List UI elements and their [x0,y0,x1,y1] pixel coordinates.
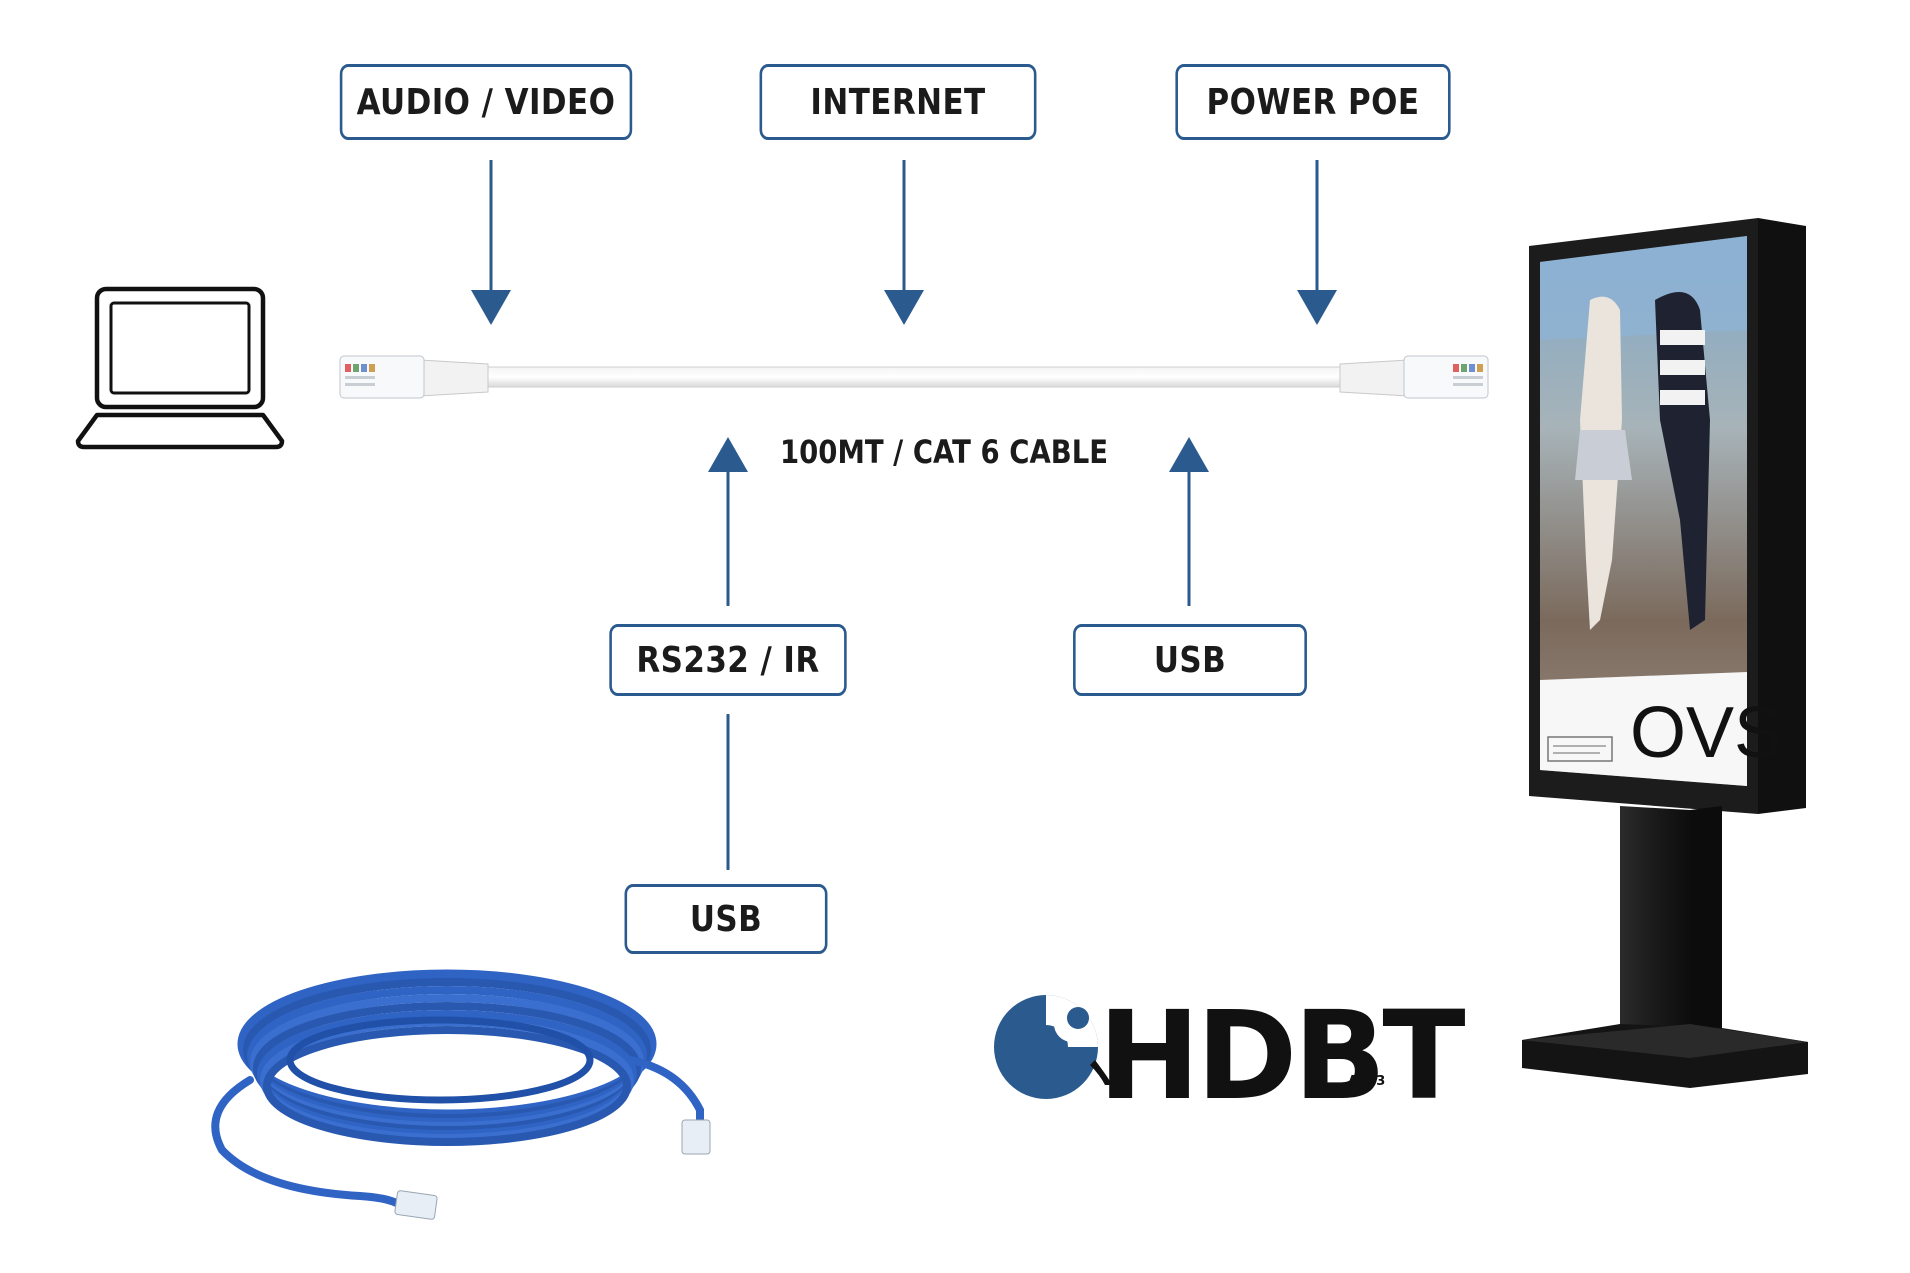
label-usb-bottom: USB [624,884,828,954]
left-plug-contacts [345,364,375,386]
label-internet: INTERNET [759,64,1037,140]
laptop-icon [75,286,285,450]
label-usb-right: USB [1073,624,1307,696]
totem-display [1522,218,1808,1088]
hdbt-logo-text: HDBT [1098,985,1466,1127]
hdbt-logo [994,995,1112,1099]
label-audio-video: AUDIO / VIDEO [339,64,633,140]
arrow-rs232-ir [708,437,748,606]
cat6-cable [339,355,1489,399]
cable-caption: 100MT / CAT 6 CABLE [780,433,1109,471]
cable-coil-plugs [394,1119,711,1220]
hdbt-logo-subtext: AES3 [1348,1074,1386,1089]
arrow-power-poe [1297,160,1337,325]
arrow-audio-video [471,160,511,325]
arrow-internet [884,160,924,325]
arrow-usb-right [1169,437,1209,606]
totem-brand-text: OVS [1630,693,1782,773]
label-power-poe: POWER POE [1175,64,1451,140]
cable-coil-image [211,969,704,1209]
label-rs232-ir: RS232 / IR [609,624,847,696]
right-plug-contacts [1453,364,1483,386]
